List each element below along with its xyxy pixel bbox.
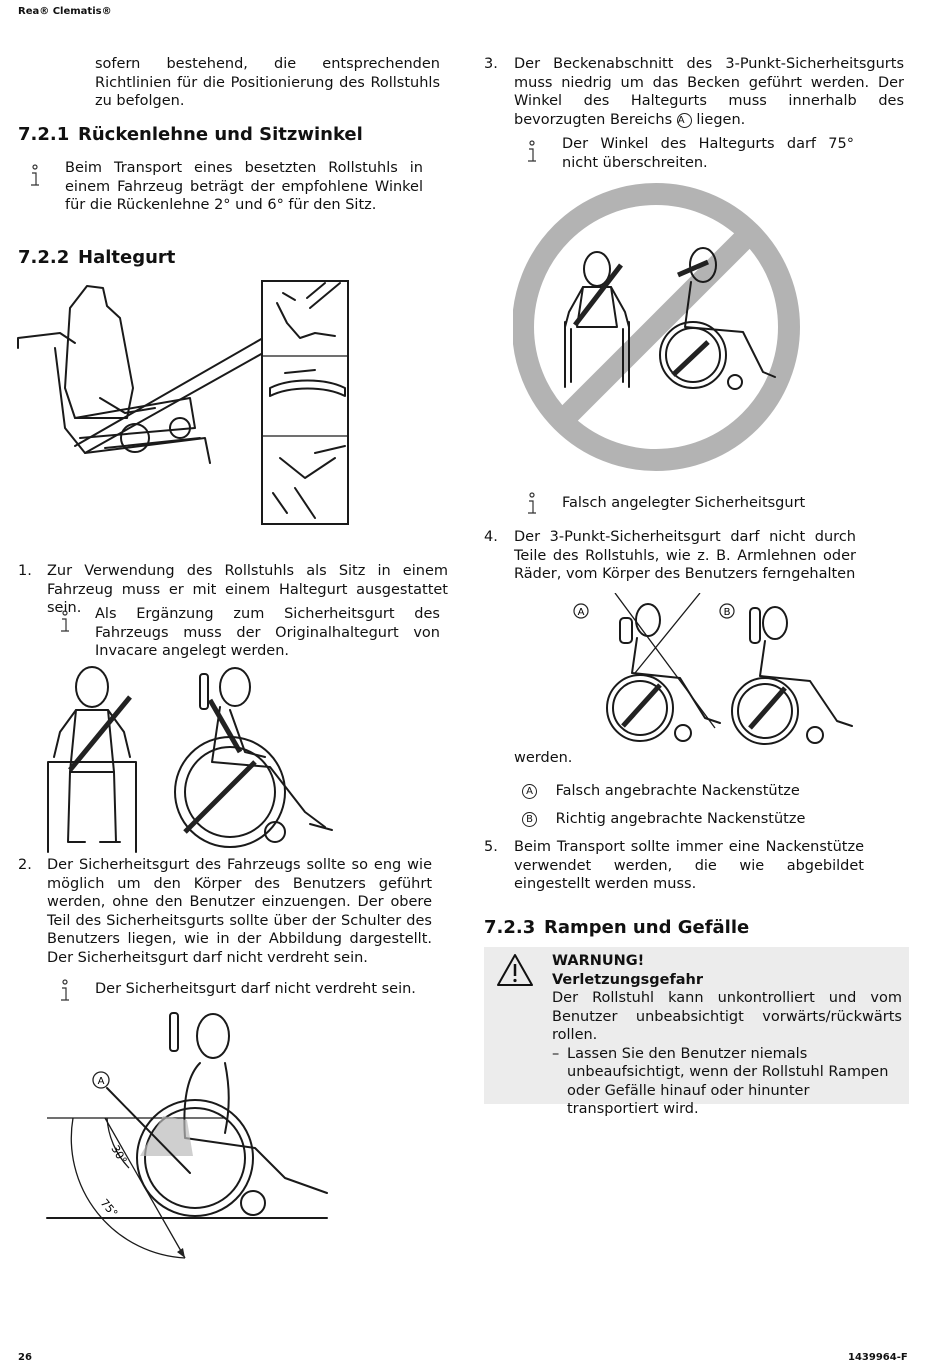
info-note-backrest-angle: Beim Transport eines besetzten Rollstuhl… xyxy=(65,160,423,213)
section-number: 7.2.3 xyxy=(484,917,536,938)
info-note-original-belt: Als Ergänzung zum Sicherheitsgurt des Fa… xyxy=(95,606,440,659)
step-number: 4. xyxy=(484,529,498,545)
legend-item-a: A Falsch angebrachte Nackenstütze xyxy=(522,782,800,801)
info-note-not-twisted: Der Sicherheitsgurt darf nicht verdreht … xyxy=(95,981,416,997)
info-icon xyxy=(31,164,39,186)
step-text: Der Beckenabschnitt des 3-Punkt-Sicherhe… xyxy=(514,55,904,129)
warning-title: WARNUNG! xyxy=(552,953,645,969)
legend-text: Richtig angebrachte Nackenstütze xyxy=(555,811,806,827)
info-icon xyxy=(528,140,536,162)
info-note-max-angle: Der Winkel des Haltegurts darf 75° nicht… xyxy=(562,136,854,171)
section-number: 7.2.2 xyxy=(18,247,70,268)
section-title: Haltegurt xyxy=(78,247,176,268)
warning-triangle-icon xyxy=(497,954,533,986)
marker-a: A xyxy=(522,784,537,799)
step-3: 3. Der Beckenabschnitt des 3-Punkt-Siche… xyxy=(484,55,904,129)
bullet-dash: – xyxy=(552,1045,560,1062)
marker-b: B xyxy=(522,812,537,827)
angle-label-30: 30° xyxy=(108,1143,129,1166)
prohibited-belt-figure xyxy=(513,177,803,477)
belt-angle-figure: A 30° 75° xyxy=(45,1008,335,1266)
page-number: 26 xyxy=(18,1352,32,1363)
wheelchair-belt-figure xyxy=(15,278,355,528)
step-2: 2. Der Sicherheitsgurt des Fahrzeugs sol… xyxy=(18,856,432,967)
step-4-end: werden. xyxy=(514,750,573,766)
belt-positioning-figure xyxy=(40,662,340,854)
legend-item-b: B Richtig angebrachte Nackenstütze xyxy=(522,810,805,829)
section-number: 7.2.1 xyxy=(18,124,70,145)
marker-b: B xyxy=(724,607,731,618)
step-5: 5. Beim Transport sollte immer eine Nack… xyxy=(484,838,864,894)
page-header-brand: Rea® Clematis® xyxy=(18,6,112,17)
section-heading-7-2-2: 7.2.2 Haltegurt xyxy=(18,247,175,268)
marker-a: A xyxy=(578,607,585,618)
step-3-text-before: Der Beckenabschnitt des 3-Punkt-Sicherhe… xyxy=(514,56,904,128)
info-icon xyxy=(61,610,69,632)
document-number: 1439964-F xyxy=(848,1352,908,1363)
wrong-belt-caption: Falsch angelegter Sicherheitsgurt xyxy=(562,495,806,511)
marker-a: A xyxy=(98,1076,105,1087)
headrest-figure: A B xyxy=(565,593,860,753)
step-text: Der 3-Punkt-Sicherheitsgurt darf nicht d… xyxy=(514,529,856,582)
info-icon xyxy=(528,492,536,514)
warning-text: Der Rollstuhl kann unkontrolliert und vo… xyxy=(552,990,902,1043)
step-text: Zur Verwendung des Rollstuhls als Sitz i… xyxy=(47,563,448,616)
warning-content: WARNUNG! Verletzungsgefahr Der Rollstuhl… xyxy=(552,952,902,1119)
section-title: Rampen und Gefälle xyxy=(544,917,750,938)
step-number: 5. xyxy=(484,839,498,855)
warning-bullet: – Lassen Sie den Benutzer niemals unbeau… xyxy=(552,1045,902,1119)
step-number: 2. xyxy=(18,857,32,873)
info-icon xyxy=(61,979,69,1001)
step-4: 4. Der 3-Punkt-Sicherheitsgurt darf nich… xyxy=(484,528,856,584)
step-3-text-after: liegen. xyxy=(696,111,746,128)
warning-bullet-text: Lassen Sie den Benutzer niemals unbeaufs… xyxy=(567,1045,889,1118)
step-text: Beim Transport sollte immer eine Nackens… xyxy=(514,839,864,892)
step-number: 3. xyxy=(484,56,498,72)
section-title: Rückenlehne und Sitzwinkel xyxy=(78,124,363,145)
step-number: 1. xyxy=(18,563,32,579)
step-text: Der Sicherheitsgurt des Fahrzeugs sollte… xyxy=(47,857,432,966)
marker-a: A xyxy=(676,112,692,128)
warning-subtitle: Verletzungsgefahr xyxy=(552,971,704,988)
legend-text: Falsch angebrachte Nackenstütze xyxy=(555,783,800,799)
intro-paragraph: sofern bestehend, die entsprechenden Ric… xyxy=(95,56,440,109)
section-heading-7-2-3: 7.2.3 Rampen und Gefälle xyxy=(484,917,749,938)
step-1: 1. Zur Verwendung des Rollstuhls als Sit… xyxy=(18,562,448,618)
warning-box: WARNUNG! Verletzungsgefahr Der Rollstuhl… xyxy=(484,947,909,1117)
section-heading-7-2-1: 7.2.1 Rückenlehne und Sitzwinkel xyxy=(18,124,363,145)
